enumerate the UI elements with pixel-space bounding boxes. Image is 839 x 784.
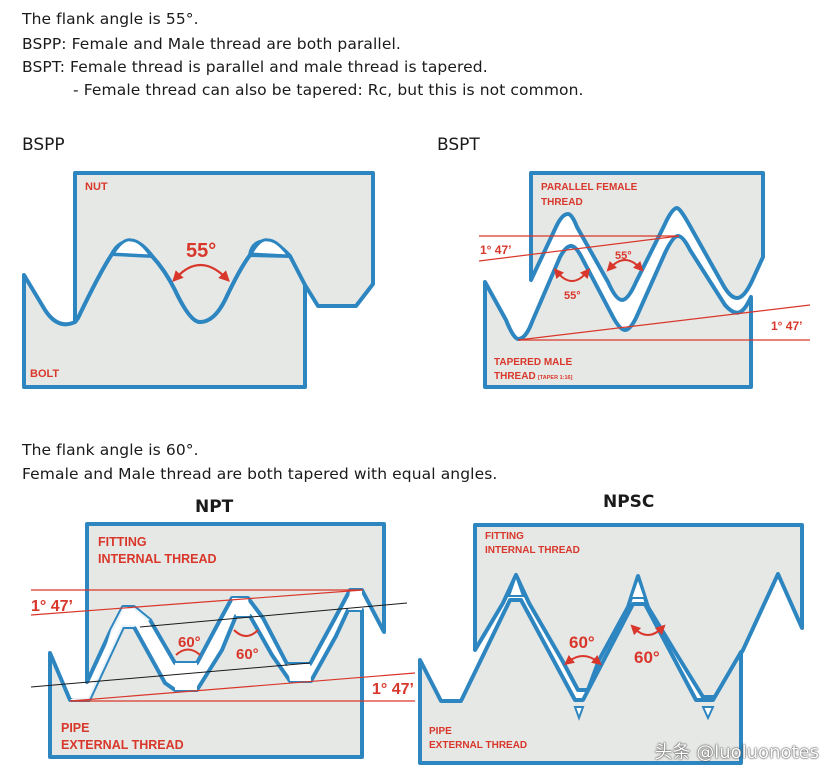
- intro-line-1: The flank angle is 55°.: [22, 10, 199, 28]
- bspt-taper-angle-left: 1° 47’: [480, 243, 512, 257]
- section2-line-2: Female and Male thread are both tapered …: [22, 465, 498, 483]
- bspt-diagram: 55° 55° 1° 47’ 1° 47’ PARALLEL FEMALE TH…: [478, 171, 811, 389]
- bspp-angle-arc: [172, 264, 230, 283]
- intro-line-3: BSPT: Female thread is parallel and male…: [22, 58, 488, 76]
- npsc-diagram: 60° 60° FITTING INTERNAL THREAD PIPE EXT…: [418, 523, 804, 765]
- npt-taper-angle-right: 1° 47’: [372, 681, 414, 698]
- bspt-female-label-2: THREAD: [541, 197, 583, 208]
- npt-fitting-label-1: FITTING: [98, 535, 147, 549]
- npsc-angle-2: 60°: [634, 648, 660, 667]
- npsc-pipe-label-1: PIPE: [429, 726, 452, 737]
- bspt-male-shape: [483, 234, 753, 389]
- bspt-male-label-1: TAPERED MALE: [494, 357, 572, 368]
- npt-title: NPT: [195, 497, 234, 517]
- npt-diagram: 60° 60° 1° 47’ 1° 47’ FITTING INTERNAL T…: [30, 522, 416, 759]
- watermark: 头条 @luoluonotes: [654, 742, 820, 763]
- npt-pipe-label-2: EXTERNAL THREAD: [61, 738, 184, 752]
- intro-line-4: - Female thread can also be tapered: Rc,…: [73, 81, 584, 99]
- bspt-male-label-2: THREAD: [494, 371, 536, 382]
- bspp-bolt-label: BOLT: [30, 368, 59, 380]
- intro-line-2: BSPP: Female and Male thread are both pa…: [22, 35, 401, 53]
- npsc-fitting-label-2: INTERNAL THREAD: [485, 545, 580, 556]
- bspp-diagram: 55° NUT BOLT: [22, 171, 375, 389]
- bspt-taper-angle-right: 1° 47’: [771, 319, 803, 333]
- bspp-angle-label: 55°: [186, 240, 216, 262]
- npt-angle-2: 60°: [236, 646, 259, 663]
- npt-fitting-label-2: INTERNAL THREAD: [98, 552, 217, 566]
- bspt-female-label-1: PARALLEL FEMALE: [541, 182, 638, 193]
- bspt-angle-2: 55°: [564, 290, 581, 302]
- npt-taper-angle-left: 1° 47’: [31, 598, 73, 615]
- npsc-pipe-shape: [418, 598, 743, 765]
- bspp-title: BSPP: [22, 135, 65, 155]
- bspt-angle-1: 55°: [615, 250, 632, 262]
- bspt-title: BSPT: [437, 135, 480, 155]
- npsc-title: NPSC: [603, 492, 655, 512]
- bspp-nut-label: NUT: [85, 181, 108, 193]
- npsc-angle-1: 60°: [569, 633, 595, 652]
- section2-line-1: The flank angle is 60°.: [22, 441, 199, 459]
- npt-pipe-label-1: PIPE: [61, 721, 90, 735]
- bspt-taper-note: [TAPER 1:16]: [538, 375, 573, 381]
- npsc-pipe-label-2: EXTERNAL THREAD: [429, 740, 527, 751]
- npt-angle-1: 60°: [178, 634, 201, 651]
- npsc-fitting-label-1: FITTING: [485, 531, 524, 542]
